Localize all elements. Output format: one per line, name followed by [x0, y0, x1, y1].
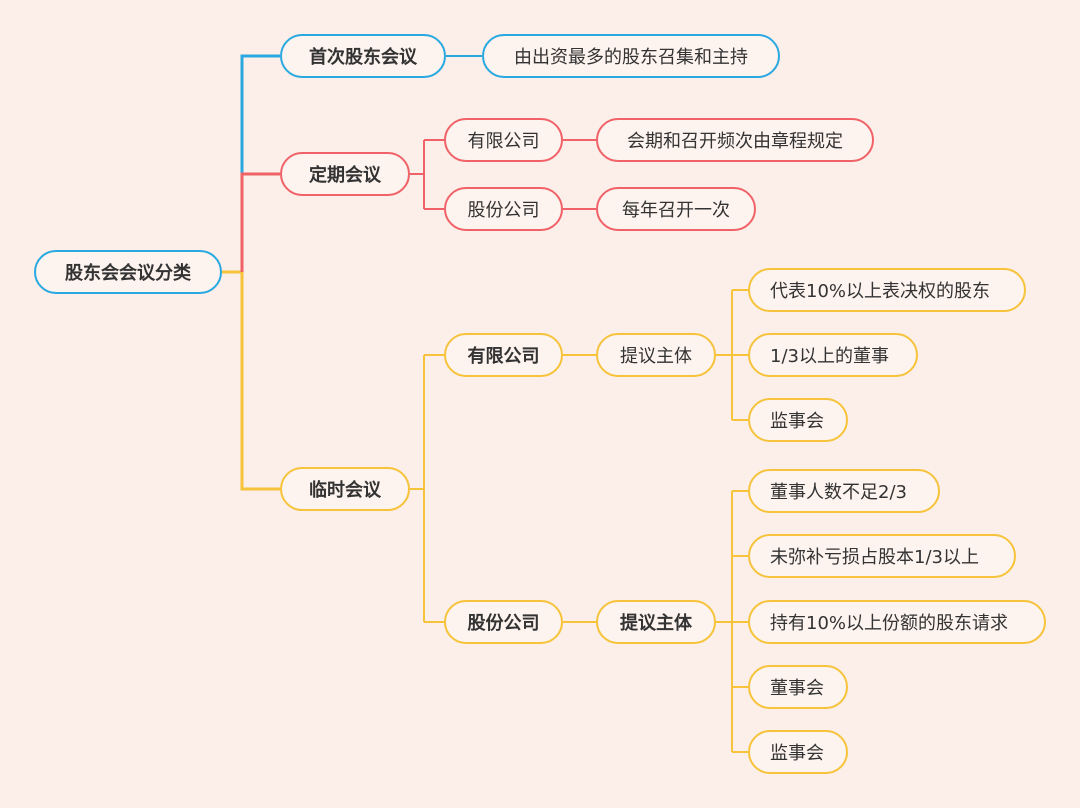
- interim-jsc-item-node[interactable]: 董事会: [748, 665, 848, 709]
- first-meeting-node[interactable]: 首次股东会议: [280, 34, 446, 78]
- interim-llc-item-node[interactable]: 代表10%以上表决权的股东: [748, 268, 1026, 312]
- connector-jsc-proposer-items: [716, 490, 748, 753]
- connector-root-interim-meeting: [240, 272, 280, 491]
- first-meeting-detail-node[interactable]: 由出资最多的股东召集和主持: [482, 34, 780, 78]
- interim-jsc-node[interactable]: 股份公司: [444, 600, 563, 644]
- root-node[interactable]: 股东会会议分类: [34, 250, 222, 294]
- interim-llc-node[interactable]: 有限公司: [444, 333, 563, 377]
- connector-interim-meeting-branches: [410, 354, 444, 623]
- connector-root-first-meeting: [240, 54, 280, 272]
- interim-jsc-item-node[interactable]: 监事会: [748, 730, 848, 774]
- interim-llc-proposer-node[interactable]: 提议主体: [596, 333, 716, 377]
- interim-llc-item-node[interactable]: 1/3以上的董事: [748, 333, 918, 377]
- interim-llc-item-node[interactable]: 监事会: [748, 398, 848, 442]
- interim-jsc-item-node[interactable]: 董事人数不足2/3: [748, 469, 940, 513]
- regular-jsc-detail-node[interactable]: 每年召开一次: [596, 187, 756, 231]
- interim-meeting-node[interactable]: 临时会议: [280, 467, 410, 511]
- regular-meeting-node[interactable]: 定期会议: [280, 152, 410, 196]
- regular-jsc-node[interactable]: 股份公司: [444, 187, 563, 231]
- interim-jsc-proposer-node[interactable]: 提议主体: [596, 600, 716, 644]
- regular-llc-node[interactable]: 有限公司: [444, 118, 563, 162]
- regular-llc-detail-node[interactable]: 会期和召开频次由章程规定: [596, 118, 874, 162]
- connector-llc-proposer-items: [716, 289, 748, 421]
- connector-root-regular-meeting: [240, 172, 280, 272]
- interim-jsc-item-node[interactable]: 未弥补亏损占股本1/3以上: [748, 534, 1016, 578]
- interim-jsc-item-node[interactable]: 持有10%以上份额的股东请求: [748, 600, 1046, 644]
- connector-regular-meeting-branches: [410, 139, 444, 210]
